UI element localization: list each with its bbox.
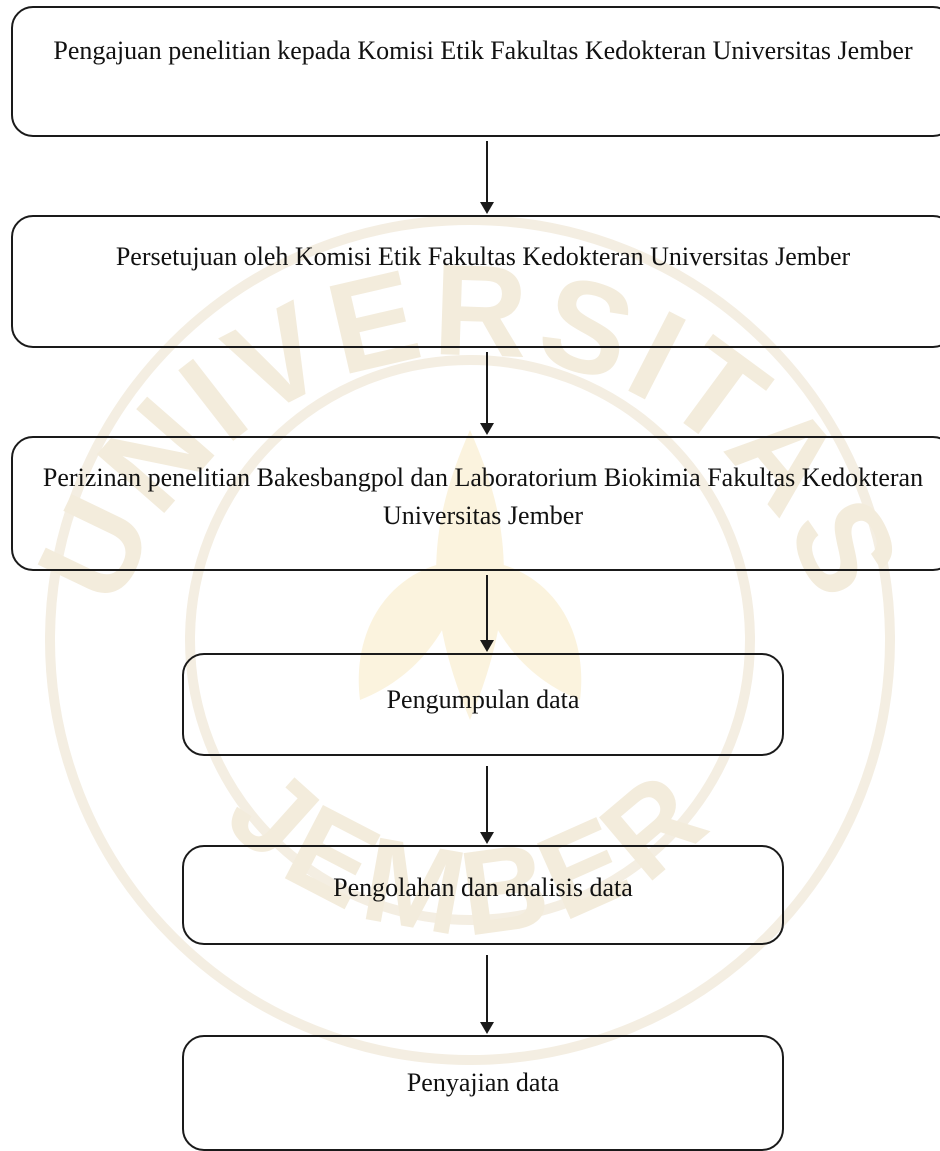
- arrow-connector: [479, 955, 495, 1034]
- step-ethics-approval-box: Persetujuan oleh Komisi Etik Fakultas Ke…: [11, 215, 940, 348]
- arrow-connector: [479, 575, 495, 652]
- arrow-head-icon: [480, 423, 494, 435]
- step-ethics-submission-box: Pengajuan penelitian kepada Komisi Etik …: [11, 6, 940, 137]
- arrow-connector: [479, 141, 495, 214]
- arrow-head-icon: [480, 640, 494, 652]
- step-data-collection-label: Pengumpulan data: [386, 685, 580, 714]
- step-ethics-approval-label: Persetujuan oleh Komisi Etik Fakultas Ke…: [115, 242, 851, 271]
- arrow-shaft: [486, 352, 488, 424]
- step-data-presentation-label: Penyajian data: [406, 1068, 560, 1097]
- arrow-head-icon: [480, 1022, 494, 1034]
- step-research-permit-label: Perizinan penelitian Bakesbangpol dan La…: [42, 463, 924, 530]
- arrow-shaft: [486, 955, 488, 1023]
- arrow-head-icon: [480, 202, 494, 214]
- arrow-shaft: [486, 575, 488, 641]
- arrow-connector: [479, 352, 495, 435]
- step-data-collection-box: Pengumpulan data: [182, 653, 784, 756]
- step-research-permit-box: Perizinan penelitian Bakesbangpol dan La…: [11, 436, 940, 571]
- step-ethics-submission-label: Pengajuan penelitian kepada Komisi Etik …: [53, 36, 913, 65]
- arrow-head-icon: [480, 832, 494, 844]
- arrow-shaft: [486, 766, 488, 833]
- step-data-processing-box: Pengolahan dan analisis data: [182, 845, 784, 945]
- arrow-shaft: [486, 141, 488, 203]
- step-data-processing-label: Pengolahan dan analisis data: [333, 873, 633, 902]
- arrow-connector: [479, 766, 495, 844]
- step-data-presentation-box: Penyajian data: [182, 1035, 784, 1151]
